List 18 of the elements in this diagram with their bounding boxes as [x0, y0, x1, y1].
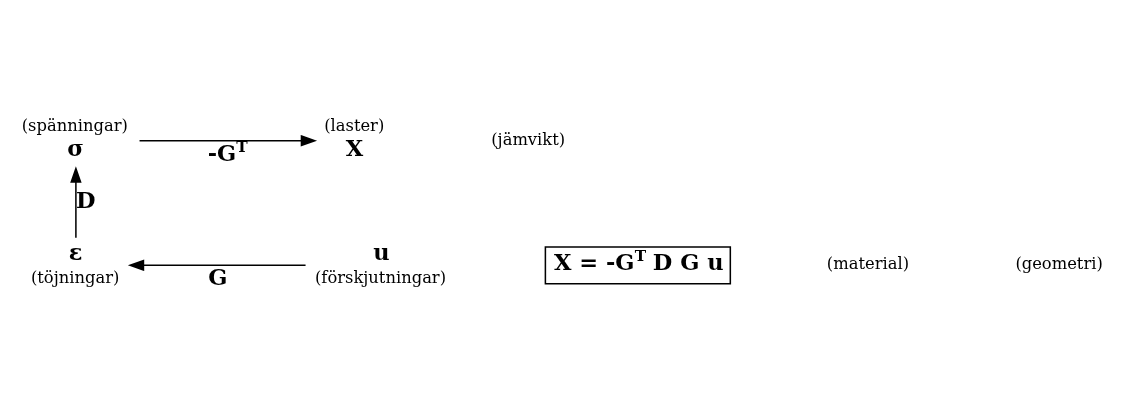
node-text: X — [345, 134, 364, 161]
node-text: ε — [68, 238, 83, 265]
node-box: X = -G$^{T}$ D G u — [544, 245, 732, 284]
node-label: (spänningar) — [21, 115, 128, 135]
node-label: (laster) — [324, 115, 385, 135]
node-label: (förskjutningar) — [314, 266, 447, 286]
label: (geometri) — [1015, 253, 1103, 273]
label: (material) — [826, 253, 910, 273]
node-text: u — [373, 238, 390, 265]
arrow — [127, 259, 307, 271]
node-text: σ — [67, 134, 84, 161]
arrow — [70, 165, 82, 238]
edge-label: D — [75, 186, 96, 213]
node-label: (töjningar) — [30, 266, 120, 286]
arrow — [138, 134, 318, 146]
edge-label: G — [208, 263, 228, 290]
label: (jämvikt) — [491, 129, 566, 149]
edge-label: -G$^{T}$ — [207, 137, 248, 166]
